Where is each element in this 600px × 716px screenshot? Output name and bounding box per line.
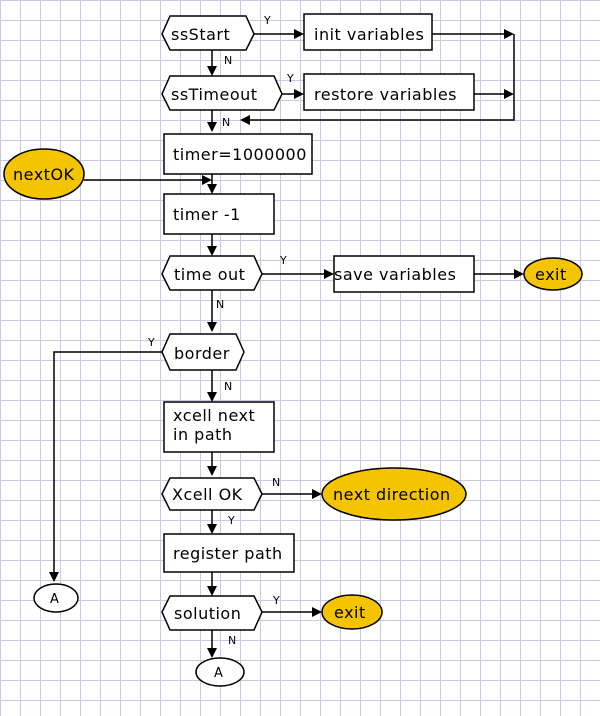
node-timer-init-label: timer=1000000	[173, 145, 307, 164]
node-timer-dec-label: timer -1	[173, 205, 241, 224]
label-sstimeout-no: N	[222, 116, 230, 129]
node-xcell-next-line1: xcell next	[173, 406, 255, 425]
node-exit-2[interactable]: exit	[321, 594, 383, 630]
node-save-variables[interactable]: save variables	[333, 255, 475, 293]
branch-labels: Y N Y N Y N Y N N Y Y N	[147, 14, 294, 647]
arrowhead	[207, 66, 217, 76]
label-border-no: N	[224, 380, 232, 393]
node-sstimeout-label: ssTimeout	[171, 85, 258, 104]
arrowhead	[240, 115, 250, 125]
arrowhead	[312, 489, 322, 499]
node-solution-label: solution	[174, 604, 241, 623]
label-solution-no: N	[228, 634, 236, 647]
node-exit-1[interactable]: exit	[523, 257, 583, 291]
arrowhead	[49, 572, 59, 582]
node-next-direction[interactable]: next direction	[321, 467, 467, 521]
node-connector-a-bottom-label: A	[214, 666, 223, 681]
arrowhead	[207, 322, 217, 332]
label-sstimeout-yes: Y	[286, 72, 294, 85]
arrowhead	[202, 175, 212, 185]
node-register-path[interactable]: register path	[163, 533, 295, 573]
label-xcellok-no: N	[272, 476, 280, 489]
node-ssstart-label: ssStart	[171, 25, 230, 44]
node-xcell-next[interactable]: xcell next in path	[163, 401, 275, 453]
node-connector-a-bottom[interactable]: A	[195, 657, 245, 687]
node-nextok[interactable]: nextOK	[3, 148, 85, 200]
label-xcellok-yes: Y	[227, 514, 235, 527]
label-ssstart-yes: Y	[263, 14, 271, 27]
node-init-variables[interactable]: init variables	[303, 13, 433, 51]
label-ssstart-no: N	[224, 54, 232, 67]
arrowhead	[207, 246, 217, 256]
node-ssstart[interactable]: ssStart	[161, 15, 255, 51]
node-xcell-ok-label: Xcell OK	[172, 485, 243, 504]
node-save-variables-label: save variables	[334, 265, 456, 284]
label-timeout-yes: Y	[279, 254, 287, 267]
edge-merge-return	[248, 34, 515, 121]
arrowhead	[504, 89, 514, 99]
node-register-path-label: register path	[173, 544, 283, 563]
arrowhead	[207, 466, 217, 476]
node-nextok-label: nextOK	[13, 165, 75, 184]
node-exit-1-label: exit	[535, 265, 567, 284]
arrowhead	[294, 89, 304, 99]
arrowhead	[324, 269, 334, 279]
arrowhead	[207, 524, 217, 534]
arrowhead	[207, 392, 217, 402]
connector-lines	[49, 29, 524, 658]
arrowhead	[294, 29, 304, 39]
node-xcell-ok[interactable]: Xcell OK	[161, 477, 263, 511]
arrowhead	[207, 586, 217, 596]
node-xcell-next-line2: in path	[173, 425, 233, 444]
node-solution[interactable]: solution	[161, 595, 263, 631]
node-timer-dec[interactable]: timer -1	[163, 193, 275, 235]
node-restore-variables[interactable]: restore variables	[303, 73, 475, 111]
node-restore-variables-label: restore variables	[314, 85, 457, 104]
node-sstimeout[interactable]: ssTimeout	[161, 75, 283, 111]
arrowhead	[207, 648, 217, 658]
node-border-label: border	[174, 344, 230, 363]
edge-border-a	[53, 351, 164, 574]
node-border[interactable]: border	[161, 333, 245, 371]
node-next-direction-label: next direction	[333, 485, 451, 504]
arrowhead	[312, 607, 322, 617]
arrowhead	[207, 122, 217, 132]
label-timeout-no: N	[216, 298, 224, 311]
arrowhead	[207, 184, 217, 194]
label-solution-yes: Y	[272, 594, 280, 607]
node-connector-a-left[interactable]: A	[33, 583, 79, 613]
arrowhead	[514, 269, 524, 279]
node-init-variables-label: init variables	[314, 25, 424, 44]
node-exit-2-label: exit	[334, 603, 366, 622]
node-timer-init[interactable]: timer=1000000	[163, 133, 313, 175]
label-border-yes: Y	[147, 336, 155, 349]
node-time-out-label: time out	[174, 265, 245, 284]
arrowhead	[504, 29, 514, 39]
node-time-out[interactable]: time out	[161, 255, 263, 291]
node-connector-a-left-label: A	[50, 592, 59, 607]
